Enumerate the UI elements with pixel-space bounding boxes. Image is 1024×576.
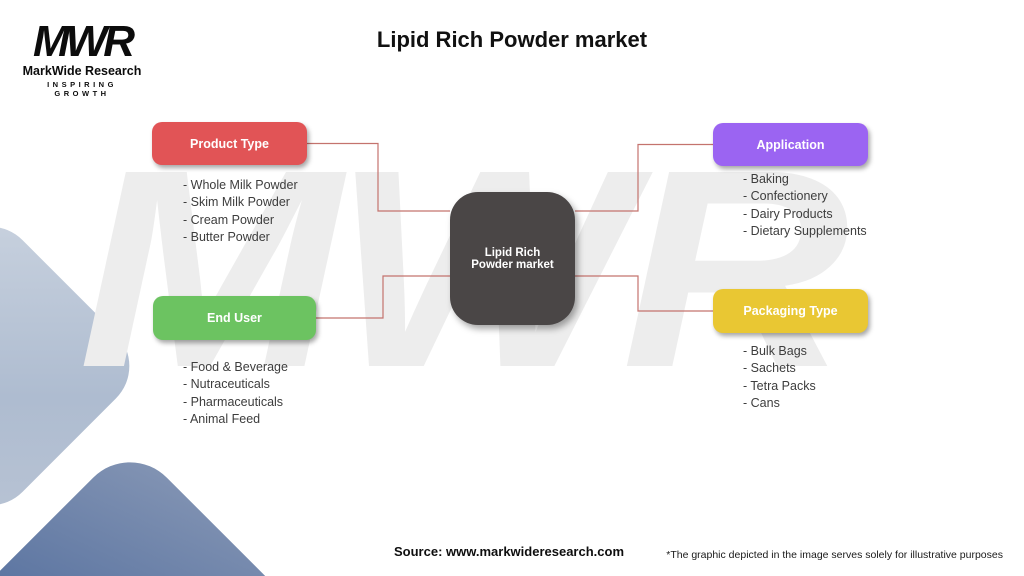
list-item: Food & Beverage (183, 359, 288, 376)
logo-tagline: INSPIRING GROWTH (47, 80, 117, 98)
connector-product-type (307, 142, 450, 212)
list-item: Sachets (743, 360, 816, 377)
list-item: Confectionery (743, 188, 867, 205)
list-item: Dietary Supplements (743, 223, 867, 240)
source-text: Source: www.markwideresearch.com (394, 544, 625, 559)
connector-end-user (316, 275, 450, 319)
list-item: Nutraceuticals (183, 376, 288, 393)
application-item-list: Baking Confectionery Dairy Products Diet… (743, 171, 867, 241)
list-item: Tetra Packs (743, 378, 815, 395)
list-item: Bulk Bags (743, 343, 816, 360)
list-item: Skim Milk Powder (183, 194, 298, 211)
list-item: Butter Powder (183, 229, 298, 246)
logo-name: MarkWide Research (22, 64, 142, 78)
connector-packaging-type (575, 275, 713, 312)
list-item: Cans (743, 395, 816, 412)
list-item: Animal Feed (183, 411, 288, 428)
list-item: Pharmaceuticals (183, 394, 288, 411)
list-item: Cream Powder (183, 212, 298, 229)
list-item: Baking (743, 171, 867, 188)
category-box-packaging-type: Packaging Type (713, 289, 868, 333)
category-box-application: Application (713, 123, 868, 166)
page-title: Lipid Rich Powder market (376, 27, 648, 52)
category-box-end-user: End User (153, 296, 316, 340)
packaging-type-item-list: Bulk Bags Sachets Tetra Packs Cans (743, 343, 816, 413)
logo-acronym: MWR (33, 17, 135, 66)
product-type-item-list: Whole Milk Powder Skim Milk Powder Cream… (183, 177, 298, 247)
list-item: Whole Milk Powder (183, 177, 298, 194)
list-item: Dairy Products (743, 206, 867, 223)
center-node-lipid-rich-powder-market: Lipid Rich Powder market (450, 192, 575, 325)
connector-application (575, 143, 713, 212)
disclaimer-text: *The graphic depicted in the image serve… (666, 549, 1003, 561)
category-box-product-type: Product Type (152, 122, 307, 165)
end-user-item-list: Food & Beverage Nutraceuticals Pharmaceu… (183, 359, 288, 429)
markwide-research-logo: MWR MarkWide Research INSPIRING GROWTH (22, 17, 142, 99)
